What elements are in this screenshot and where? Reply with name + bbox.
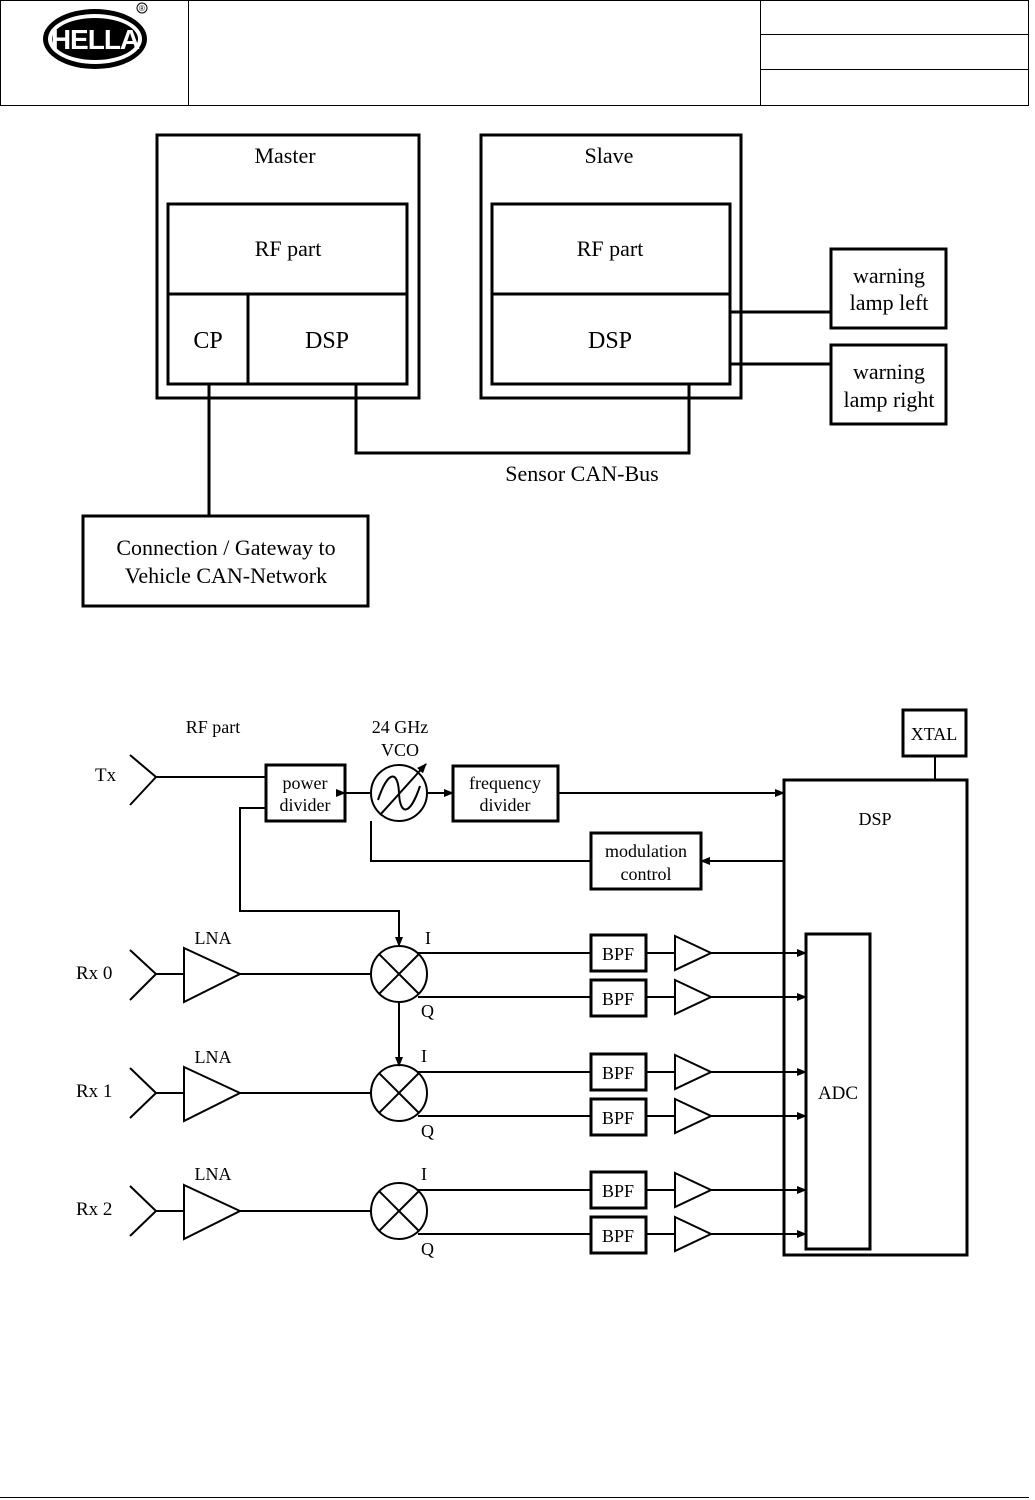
rx0-bpf-q-label: BPF — [602, 989, 634, 1009]
rx0-i-label: I — [425, 928, 431, 948]
rx0-amp-q-icon — [675, 980, 711, 1014]
rx0-lna-amplifier-icon — [184, 948, 240, 1002]
adc-block: ADC — [806, 934, 870, 1249]
receiver-channel-1: Rx 1 LNA I Q BPF BPF — [76, 1046, 806, 1141]
footer-rule — [0, 1497, 1029, 1498]
rx2-i-label: I — [421, 1164, 427, 1184]
rx2-lna-label: LNA — [195, 1164, 232, 1184]
rx1-lna-amplifier-icon — [184, 1067, 240, 1121]
slave-rf-part: RF part — [577, 236, 644, 261]
rx0-label: Rx 0 — [76, 963, 112, 984]
warning-lamp-left-line1: warning — [853, 263, 925, 288]
frequency-divider-line2: divider — [480, 795, 531, 815]
gateway-box: Connection / Gateway to Vehicle CAN-Netw… — [83, 516, 368, 606]
rx0-lna-label: LNA — [195, 928, 232, 948]
rx2-bpf-q-label: BPF — [602, 1226, 634, 1246]
rx2-label: Rx 2 — [76, 1199, 112, 1220]
slave-dsp: DSP — [588, 328, 632, 354]
slave-unit: Slave RF part DSP — [481, 135, 741, 398]
warning-lamp-left-line2: lamp left — [850, 290, 929, 315]
tx-antenna-icon — [130, 755, 156, 805]
rx1-antenna-icon — [130, 1068, 156, 1118]
rf-block-diagram: RF part 24 GHz VCO XTAL DSP ADC Tx power — [76, 710, 967, 1259]
power-divider-line2: divider — [280, 795, 331, 815]
rx1-q-label: Q — [421, 1121, 434, 1141]
rx1-label: Rx 1 — [76, 1081, 112, 1102]
modulation-control-line2: control — [621, 864, 672, 884]
vco-label-line2: VCO — [381, 740, 419, 760]
tx-label: Tx — [95, 765, 117, 786]
rx1-amp-q-icon — [675, 1099, 711, 1133]
warning-lamp-right-line2: lamp right — [843, 387, 934, 412]
vco-oscillator-icon — [371, 764, 427, 821]
modulation-control-line1: modulation — [605, 841, 687, 861]
vco-label-line1: 24 GHz — [372, 717, 429, 737]
xtal-box: XTAL — [903, 710, 966, 756]
master-rf-part: RF part — [255, 236, 322, 261]
frequency-divider-line1: frequency — [469, 773, 541, 793]
rx2-lna-amplifier-icon — [184, 1185, 240, 1239]
rx0-mixer-icon — [371, 946, 427, 1002]
master-dsp: DSP — [305, 328, 349, 354]
rx1-i-label: I — [421, 1046, 427, 1066]
rx2-amp-q-icon — [675, 1217, 711, 1251]
master-unit: Master RF part CP DSP — [157, 135, 419, 398]
slave-title: Slave — [585, 143, 634, 168]
warning-lamp-right: warning lamp right — [831, 345, 946, 424]
master-cp: CP — [193, 328, 222, 354]
rx2-q-label: Q — [421, 1239, 434, 1259]
frequency-divider: frequency divider — [453, 766, 558, 821]
gateway-line1: Connection / Gateway to — [116, 535, 335, 560]
gateway-line2: Vehicle CAN-Network — [125, 563, 327, 588]
rx2-antenna-icon — [130, 1186, 156, 1236]
receiver-channel-2: Rx 2 LNA I Q BPF BPF — [76, 1164, 806, 1259]
rx1-bpf-i-label: BPF — [602, 1063, 634, 1083]
rx0-bpf-i-label: BPF — [602, 944, 634, 964]
rx1-lna-label: LNA — [195, 1047, 232, 1067]
rx2-mixer-icon — [371, 1183, 427, 1239]
rx1-amp-i-icon — [675, 1055, 711, 1089]
rx2-bpf-i-label: BPF — [602, 1181, 634, 1201]
warning-lamp-left: warning lamp left — [831, 249, 946, 328]
rx0-antenna-icon — [130, 950, 156, 1000]
power-divider-line1: power — [283, 773, 328, 793]
rx0-q-label: Q — [421, 1001, 434, 1021]
system-diagram: Master RF part CP DSP Slave RF part DSP … — [83, 135, 946, 606]
dsp-block: DSP — [784, 780, 967, 1255]
rx1-bpf-q-label: BPF — [602, 1108, 634, 1128]
power-divider: power divider — [266, 765, 345, 821]
sensor-can-bus-line — [356, 384, 689, 453]
rx2-amp-i-icon — [675, 1173, 711, 1207]
rx1-mixer-icon — [371, 1065, 427, 1121]
dsp-label: DSP — [858, 809, 891, 829]
receiver-channel-0: Rx 0 LNA I Q BPF BPF — [76, 928, 806, 1021]
warning-lamp-right-line1: warning — [853, 359, 925, 384]
adc-label: ADC — [818, 1083, 858, 1104]
rf-part-label: RF part — [186, 717, 241, 737]
sensor-can-bus-label: Sensor CAN-Bus — [505, 461, 658, 486]
xtal-label: XTAL — [911, 724, 958, 744]
rx0-amp-i-icon — [675, 936, 711, 970]
master-title: Master — [254, 143, 316, 168]
modulation-control: modulation control — [591, 833, 701, 889]
